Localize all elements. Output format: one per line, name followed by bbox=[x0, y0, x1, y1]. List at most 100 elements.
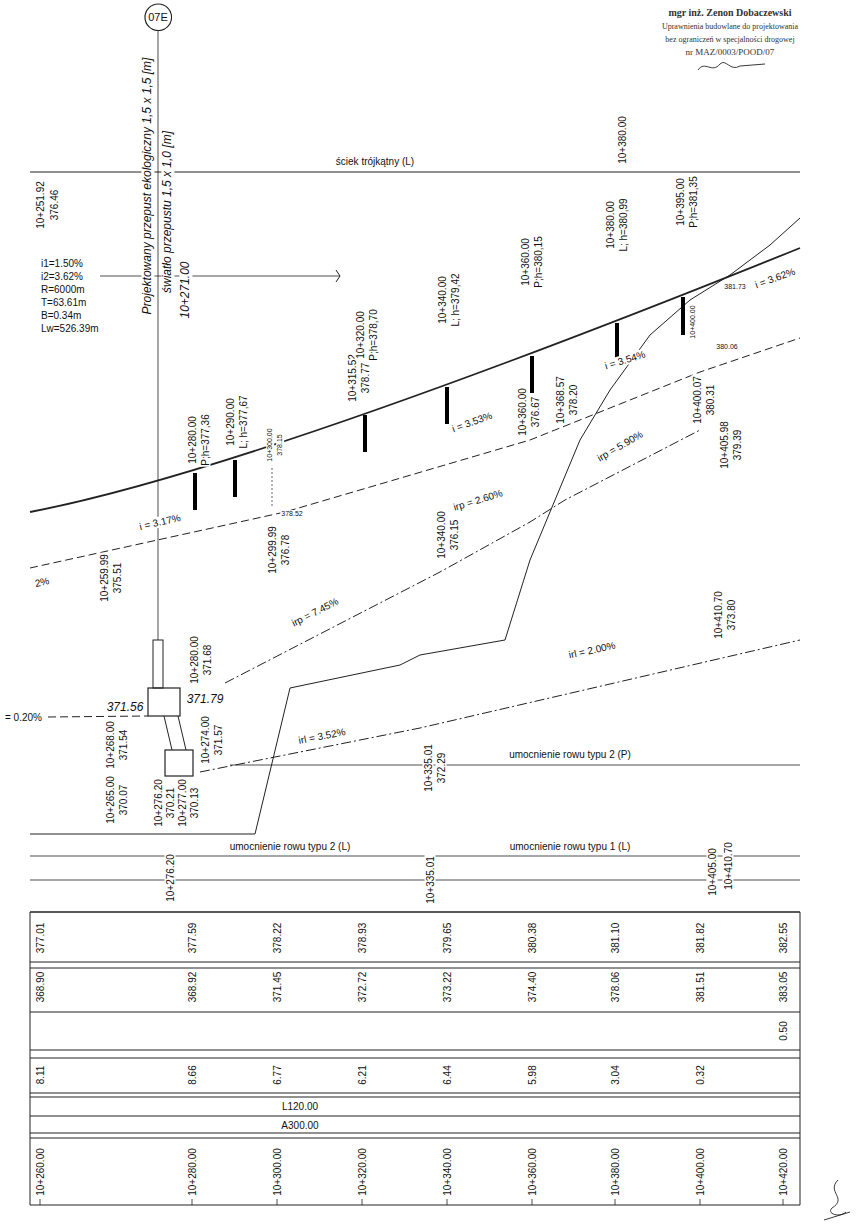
stamp-text: mgr inż. Zenon Dobaczewski bbox=[667, 7, 792, 18]
profile-label: 378.52 bbox=[280, 510, 303, 518]
profile-label: 10+335.01 bbox=[423, 743, 434, 793]
profile-label: 10+380.00 bbox=[617, 115, 628, 165]
profile-label: L; h=380,99 bbox=[618, 197, 629, 252]
profile-label: 375.51 bbox=[112, 562, 123, 595]
profile-label: 380.31 bbox=[705, 384, 716, 417]
profile-label: P;h=377,36 bbox=[200, 413, 211, 466]
table-value: 6.21 bbox=[357, 1064, 368, 1085]
profile-label: 10+405.98 bbox=[719, 420, 730, 470]
curve-parameter: i1=1.50% bbox=[40, 258, 84, 269]
table-rule bbox=[30, 911, 800, 913]
profile-label: 10+410.70 bbox=[723, 841, 734, 891]
table-value: 10+320.00 bbox=[357, 1147, 368, 1197]
culvert-axis bbox=[158, 28, 159, 640]
profile-label: L; h=379,42 bbox=[450, 272, 461, 327]
table-value: L120.00 bbox=[281, 1101, 319, 1112]
table-rule bbox=[30, 1138, 800, 1139]
culvert-label: światło przepustu 1,5 x 1,0 [m] bbox=[161, 130, 174, 294]
table-value: 10+380.00 bbox=[610, 1147, 621, 1197]
callout-circle: 07E bbox=[144, 3, 173, 32]
table-border bbox=[30, 912, 31, 1205]
table-value: 10+340.00 bbox=[442, 1147, 453, 1197]
profile-label: i = 3.17% bbox=[137, 512, 182, 533]
right-ditch-line bbox=[225, 430, 700, 683]
profile-label: 371.79 bbox=[186, 693, 225, 706]
curve-parameter: R=6000m bbox=[40, 284, 86, 295]
table-value: 368.92 bbox=[187, 971, 198, 1004]
table-border bbox=[800, 912, 801, 1205]
subgrade-line bbox=[30, 338, 800, 568]
station-leader bbox=[272, 468, 273, 506]
profile-label: 371.57 bbox=[213, 724, 224, 757]
profile-label: irl = 2.00% bbox=[567, 639, 618, 660]
table-value: 374.40 bbox=[527, 971, 538, 1004]
profile-label: 10+280.00 bbox=[187, 415, 198, 465]
profile-label: 373.80 bbox=[726, 599, 737, 632]
profile-label: 10+410.70 bbox=[713, 590, 724, 640]
table-value: 377.01 bbox=[35, 922, 46, 955]
table-rule bbox=[30, 1093, 800, 1094]
table-value: 0.32 bbox=[695, 1064, 706, 1085]
table-value: 10+280.00 bbox=[187, 1147, 198, 1197]
profile-label: P;h=381,35 bbox=[688, 175, 699, 228]
table-value: 383.05 bbox=[778, 971, 789, 1004]
profile-label: 10+360.00 bbox=[520, 237, 531, 287]
curve-parameter: B=0.34m bbox=[40, 310, 82, 321]
lining-line bbox=[30, 880, 800, 881]
profile-label: irp = 2.60% bbox=[451, 487, 505, 513]
table-value: 10+260.00 bbox=[35, 1147, 46, 1197]
profile-label: 10+251.92 bbox=[35, 180, 46, 230]
table-rule bbox=[30, 1058, 800, 1059]
profile-label: P;h=378,70 bbox=[368, 308, 379, 361]
profile-label: 10+268.00 bbox=[105, 720, 116, 770]
profile-label: 2% bbox=[33, 575, 51, 589]
profile-label: 10+335.01 bbox=[425, 855, 436, 905]
inlet-grade-line bbox=[48, 716, 148, 717]
profile-label: 370.13 bbox=[189, 787, 200, 820]
culvert-label: 10+271.00 bbox=[179, 260, 192, 319]
table-value: 8.11 bbox=[35, 1065, 46, 1086]
table-rule bbox=[30, 1205, 800, 1206]
signature bbox=[824, 1180, 850, 1220]
table-value: 378.93 bbox=[357, 922, 368, 955]
lining-label: umocnienie rowu typu 1 (L) bbox=[509, 841, 632, 852]
culvert-link bbox=[164, 716, 172, 750]
profile-label: 370.21 bbox=[165, 787, 176, 820]
profile-label: 10+340.00 bbox=[436, 510, 447, 560]
table-value: 373.22 bbox=[442, 971, 453, 1004]
profile-label: 10+277.00 bbox=[177, 778, 188, 828]
table-value: 10+400.00 bbox=[695, 1147, 706, 1197]
section-markers bbox=[195, 297, 683, 510]
table-value: 381.82 bbox=[695, 922, 706, 955]
profile-label: 372.29 bbox=[436, 752, 447, 785]
table-value: 382.55 bbox=[778, 922, 789, 955]
table-value: 378.06 bbox=[610, 971, 621, 1004]
table-value: 378.22 bbox=[272, 922, 283, 955]
profile-label: 10+276.20 bbox=[165, 853, 176, 903]
culvert-link bbox=[178, 716, 186, 750]
profile-label: 10+340.00 bbox=[437, 275, 448, 325]
profile-label: 371.68 bbox=[202, 644, 213, 677]
profile-label: irp = 7.45% bbox=[289, 595, 341, 629]
profile-label: 10+276.20 bbox=[153, 778, 164, 828]
table-value: 381.10 bbox=[610, 922, 621, 955]
stamp-text: Uprawnienia budowlane do projektowania bbox=[661, 23, 799, 32]
circle-shape bbox=[145, 4, 172, 31]
left-ditch-line bbox=[200, 640, 800, 772]
lining-line bbox=[230, 765, 800, 766]
profile-label: P;h=380,15 bbox=[533, 235, 544, 288]
table-value: 377.59 bbox=[187, 922, 198, 955]
profile-label: 376.15 bbox=[449, 519, 460, 552]
curve-parameter: Lw=526.39m bbox=[40, 323, 100, 334]
stamp-text: bez ograniczeń w specjalności drogowej bbox=[664, 36, 795, 45]
table-value: 10+420.00 bbox=[778, 1147, 789, 1197]
culvert-label: Projektowany przepust ekologiczny 1,5 x … bbox=[141, 57, 154, 316]
station-ticks bbox=[40, 1199, 783, 1205]
lining-label: umocnienie rowu typu 2 (P) bbox=[508, 749, 632, 760]
curve-parameter: i2=3.62% bbox=[40, 271, 84, 282]
profile-label: 10+360.00 bbox=[517, 387, 528, 437]
table-value: A300.00 bbox=[280, 1120, 319, 1131]
profile-label: 378.77 bbox=[360, 362, 371, 395]
table-value: 3.04 bbox=[610, 1064, 621, 1085]
